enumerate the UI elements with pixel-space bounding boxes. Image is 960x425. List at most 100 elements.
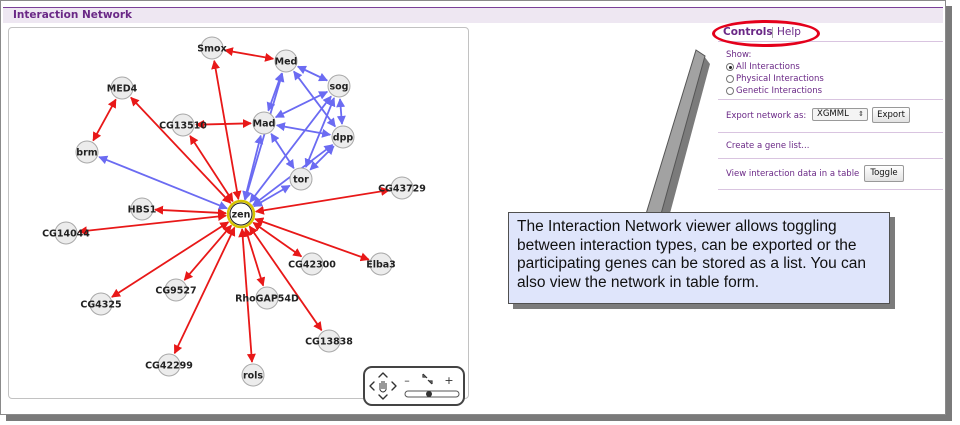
node-circle[interactable] [171,113,195,137]
node-mad[interactable]: Mad [252,111,276,135]
node-cg42300[interactable]: CG42300 [288,252,336,276]
node-circle[interactable] [54,221,78,245]
table-view-section: View interaction data in a table Toggle [718,159,943,190]
node-circle[interactable] [75,140,99,164]
edge-physical[interactable] [304,97,336,168]
edge-genetic[interactable] [223,47,275,62]
node-circle[interactable] [331,125,355,149]
interaction-option[interactable]: Physical Interactions [726,73,943,85]
radio-button[interactable] [726,63,734,71]
zoom-slider-handle[interactable] [426,391,432,397]
node-circle[interactable] [317,329,341,353]
edge-genetic[interactable] [254,217,370,262]
node-label: Smox [197,44,226,55]
node-circle[interactable] [300,252,324,276]
node-circle[interactable] [157,353,181,377]
node-cg42299[interactable]: CG42299 [145,353,193,377]
pan-arrows-icon[interactable] [369,372,397,400]
hand-icon[interactable] [379,381,387,393]
edge-physical[interactable] [296,65,329,82]
node-cg9527[interactable]: CG9527 [155,278,197,302]
interaction-option[interactable]: All Interactions [726,61,943,73]
node-label: sog [330,82,349,93]
node-center-ring [229,202,253,226]
node-label: Elba3 [366,260,396,271]
node-label: brm [76,148,97,159]
edge-physical[interactable] [253,184,291,208]
node-smox[interactable]: Smox [197,36,227,60]
node-label: CG13510 [159,121,207,132]
node-dpp[interactable]: dpp [331,125,355,149]
export-format-select[interactable]: XGMML ⇕ [812,108,868,121]
export-button[interactable]: Export [872,107,910,123]
node-hbs1[interactable]: HBS1 [128,197,157,221]
node-circle[interactable] [164,278,188,302]
node-circle[interactable] [327,74,351,98]
edge-genetic[interactable] [154,205,227,218]
node-circle[interactable] [110,76,134,100]
edge-genetic[interactable] [92,98,117,142]
zoom-out-icon[interactable]: – [404,374,410,387]
edge-physical[interactable] [98,155,228,210]
panel-title: Interaction Network [13,9,132,21]
edge-genetic[interactable] [195,119,252,129]
node-med[interactable]: Med [274,49,298,73]
node-sog[interactable]: sog [327,74,351,98]
node-label: CG42299 [145,361,193,372]
node-circle[interactable] [274,49,298,73]
callout-box: The Interaction Network viewer allows to… [508,212,890,304]
edge-genetic[interactable] [243,227,266,287]
node-circle[interactable] [89,292,113,316]
node-cg43729[interactable]: CG43729 [378,176,426,200]
edge-physical[interactable] [266,72,284,112]
edge-genetic[interactable] [78,212,227,236]
node-cg13838[interactable]: CG13838 [305,329,353,353]
radio-button[interactable] [726,87,734,95]
create-gene-list-link[interactable]: Create a gene list... [726,141,810,151]
edge-physical[interactable] [274,90,329,119]
zoom-in-icon[interactable]: + [444,374,453,387]
node-rhogap54d[interactable]: RhoGAP54D [235,286,299,310]
node-label: HBS1 [128,205,157,216]
node-circle[interactable] [226,199,256,229]
fit-view-icon[interactable] [422,373,433,385]
node-circle[interactable] [289,167,313,191]
node-elba3[interactable]: Elba3 [366,252,396,276]
edge-physical[interactable] [270,133,295,169]
node-zen[interactable]: zen [226,199,256,229]
node-cg14044[interactable]: CG14044 [42,221,90,245]
radio-button[interactable] [726,75,734,83]
edge-genetic[interactable] [189,135,234,203]
edge-genetic[interactable] [173,226,236,355]
gene-list-section: Create a gene list... [718,133,943,159]
node-label: CG13838 [305,337,353,348]
edge-genetic[interactable] [130,96,232,204]
edge-physical[interactable] [243,72,285,201]
edge-genetic[interactable] [183,224,232,281]
node-cg4325[interactable]: CG4325 [80,292,122,316]
node-rols[interactable]: rols [241,363,265,387]
node-label: CG14044 [42,229,90,240]
node-cg13510[interactable]: CG13510 [159,113,207,137]
node-tor[interactable]: tor [289,167,313,191]
node-circle[interactable] [241,363,265,387]
navigation-widget[interactable]: – + [363,366,465,406]
node-circle[interactable] [369,252,393,276]
node-label: Mad [253,119,276,130]
toggle-button[interactable]: Toggle [864,165,904,182]
edge-physical[interactable] [336,98,346,125]
node-label: CG4325 [80,300,121,311]
node-circle[interactable] [390,176,414,200]
interaction-option[interactable]: Genetic Interactions [726,85,943,97]
node-med4[interactable]: MED4 [107,76,138,100]
node-circle[interactable] [255,286,279,310]
highlight-ellipse [712,20,820,47]
node-brm[interactable]: brm [75,140,99,164]
node-circle[interactable] [130,197,154,221]
node-circle[interactable] [252,111,276,135]
node-circle[interactable] [200,36,224,60]
